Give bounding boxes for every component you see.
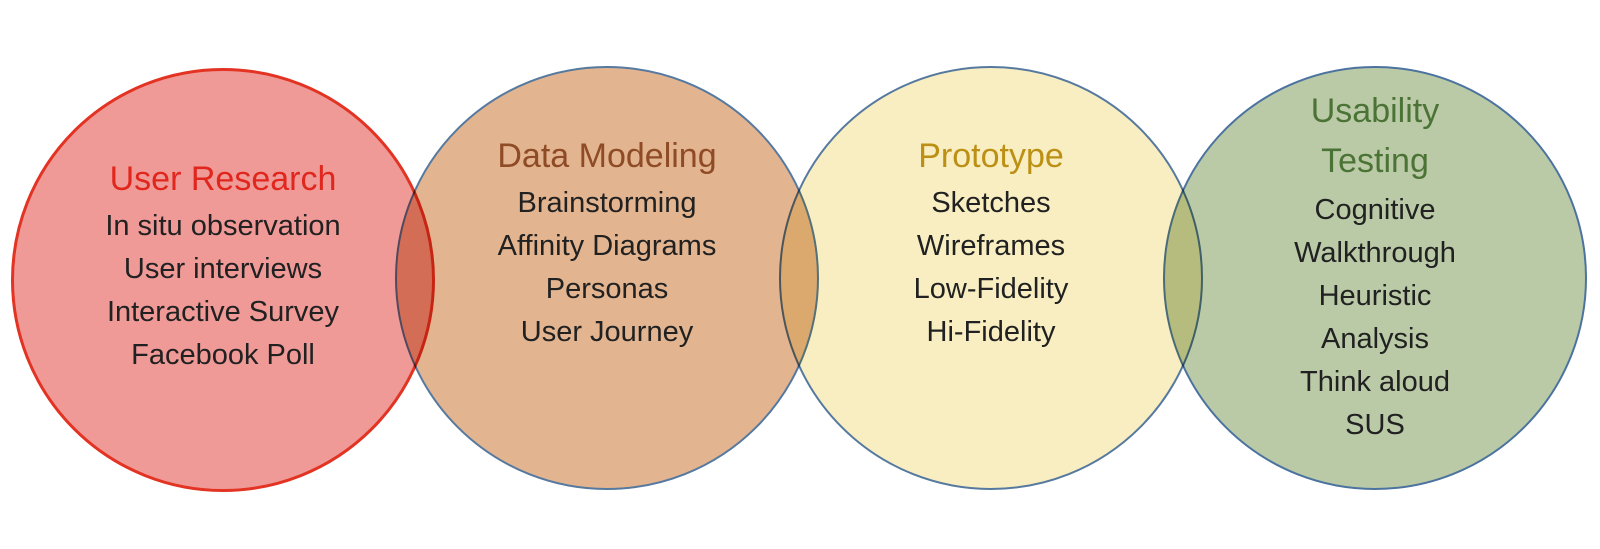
circle-item: Low-Fidelity — [913, 273, 1069, 305]
circle-user-research — [11, 68, 435, 492]
circle-item: User interviews — [123, 253, 323, 285]
circle-item-list: Cognitive Walkthrough Heuristic Analysis… — [1185, 189, 1565, 447]
circle-item: Brainstorming — [517, 187, 697, 219]
circle-item: Hi-Fidelity — [926, 316, 1056, 348]
circle-title: Prototype — [918, 137, 1064, 175]
circle-item-list: In situ observation User interviews Inte… — [33, 205, 413, 377]
circle-item-list: Brainstorming Affinity Diagrams Personas… — [417, 182, 797, 354]
circle-item: Wireframes — [916, 230, 1066, 262]
circle-item: Sketches — [931, 187, 1051, 219]
circle-title: Testing — [1321, 142, 1429, 180]
circle-item: SUS — [1345, 409, 1405, 441]
circle-item: Cognitive — [1314, 194, 1436, 226]
circle-item: User Journey — [520, 316, 694, 348]
circle-item: Analysis — [1321, 323, 1429, 355]
circle-item: Think aloud — [1300, 366, 1450, 398]
circle-usability-testing — [1163, 66, 1587, 490]
circle-item: Personas — [545, 273, 669, 305]
circle-item: In situ observation — [105, 210, 341, 242]
circle-item-list: Sketches Wireframes Low-Fidelity Hi-Fide… — [801, 182, 1181, 354]
circle-title: User Research — [109, 160, 337, 198]
text-usability-testing: Usability Testing Cognitive Walkthrough … — [1185, 86, 1565, 447]
text-data-modeling: Data Modeling Brainstorming Affinity Dia… — [417, 134, 797, 354]
circle-data-modeling — [395, 66, 819, 490]
circle-item: Interactive Survey — [106, 296, 340, 328]
circle-prototype — [779, 66, 1203, 490]
circle-item: Heuristic — [1318, 280, 1432, 312]
circle-title: Usability — [1310, 92, 1440, 130]
circle-item: Facebook Poll — [131, 339, 315, 371]
text-prototype: Prototype Sketches Wireframes Low-Fideli… — [801, 134, 1181, 354]
text-user-research: User Research In situ observation User i… — [33, 157, 413, 377]
circle-item: Walkthrough — [1294, 237, 1456, 269]
circle-item: Affinity Diagrams — [497, 230, 717, 262]
circle-title: Data Modeling — [497, 137, 717, 175]
